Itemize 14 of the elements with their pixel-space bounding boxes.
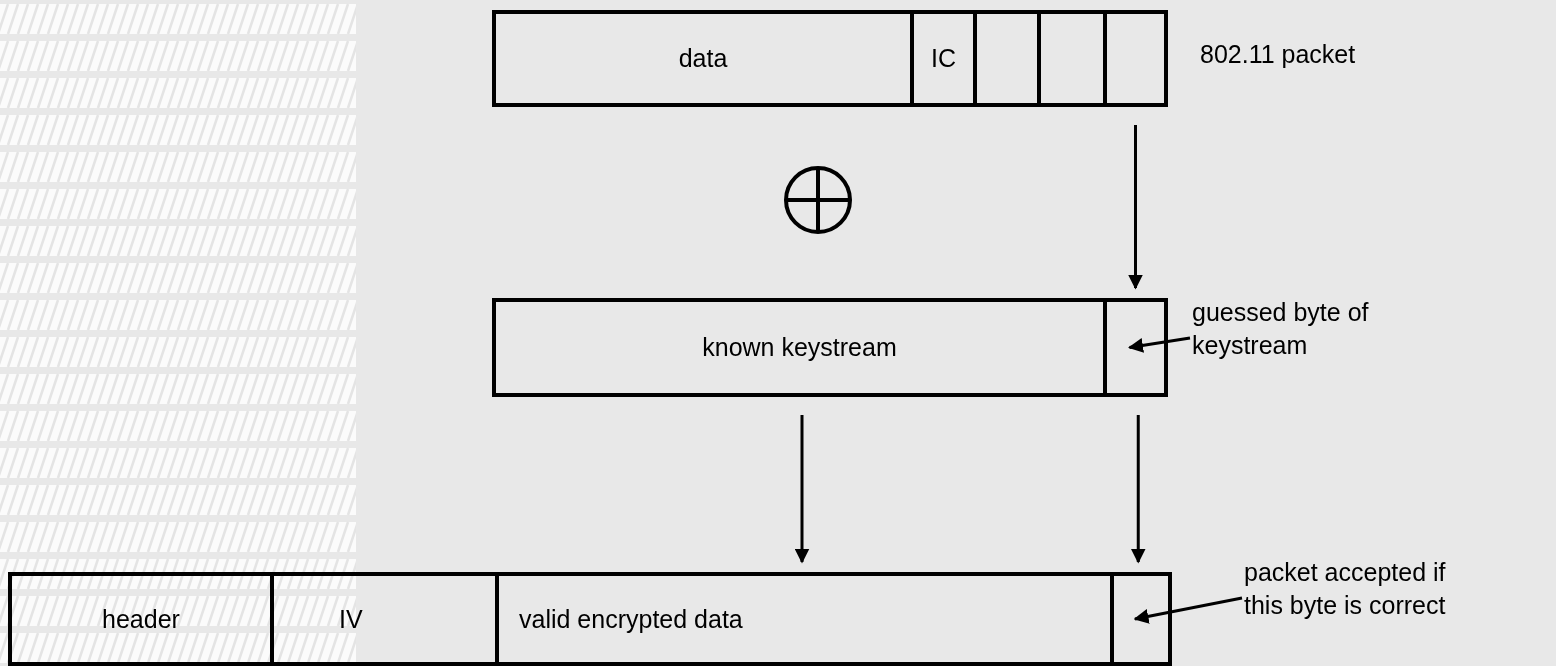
annotation-text: guessed byte of keystream [1192,296,1422,376]
arrow [794,415,810,564]
arrow [1130,415,1146,564]
field-label: IC [931,44,956,73]
field-label: known keystream [702,333,897,362]
field-label: valid encrypted data [519,604,743,634]
field-label: IV [339,604,363,634]
arrow [1133,596,1243,624]
field-label: header [102,604,180,634]
annotation-text: packet accepted if this byte is correct [1244,556,1449,666]
packet-caption: 802.11 packet [1200,40,1356,69]
arrow [1128,125,1143,290]
arrow [1128,336,1191,353]
field-label: data [678,44,728,73]
